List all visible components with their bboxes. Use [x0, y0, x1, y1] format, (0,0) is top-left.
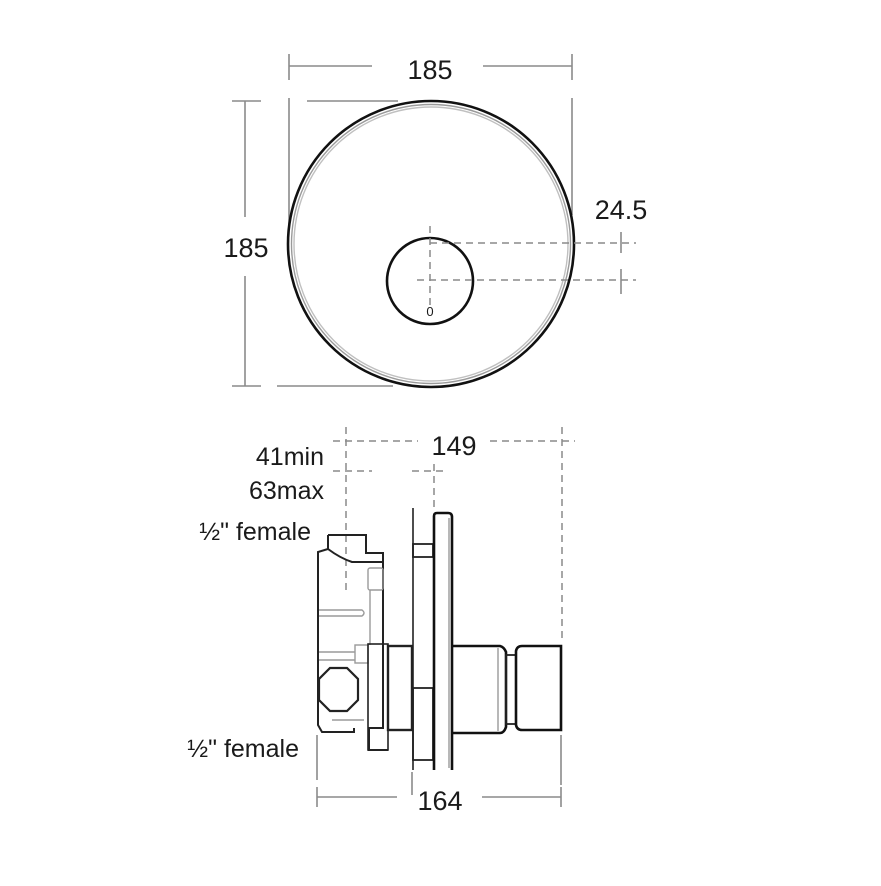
top-connection-label: ½" female — [199, 518, 311, 546]
knob-marker: 0 — [426, 304, 433, 319]
overall-depth-dimension — [316, 735, 562, 807]
faceplate — [286, 99, 576, 389]
height-label: 185 — [223, 233, 268, 263]
overall-depth-label: 164 — [417, 786, 462, 816]
offset-centerlines — [417, 226, 636, 305]
height-dimension — [232, 100, 393, 387]
valve-body — [317, 534, 389, 751]
width-label: 185 — [407, 55, 452, 85]
faceplate-side — [412, 508, 454, 770]
width-dimension — [288, 54, 573, 230]
depth-dimension — [333, 427, 575, 642]
side-view: 149 41min 63max ½" female ½" female — [187, 427, 575, 816]
knob-side — [452, 644, 563, 735]
wall-depth-min-label: 41min — [256, 443, 324, 471]
depth-label: 149 — [431, 431, 476, 461]
spindle-housing — [386, 644, 414, 732]
offset-label: 24.5 — [595, 195, 648, 225]
wall-depth-max-label: 63max — [249, 477, 325, 505]
bottom-connection-label: ½" female — [187, 735, 299, 763]
front-view: 185 185 0 24.5 — [223, 54, 648, 389]
